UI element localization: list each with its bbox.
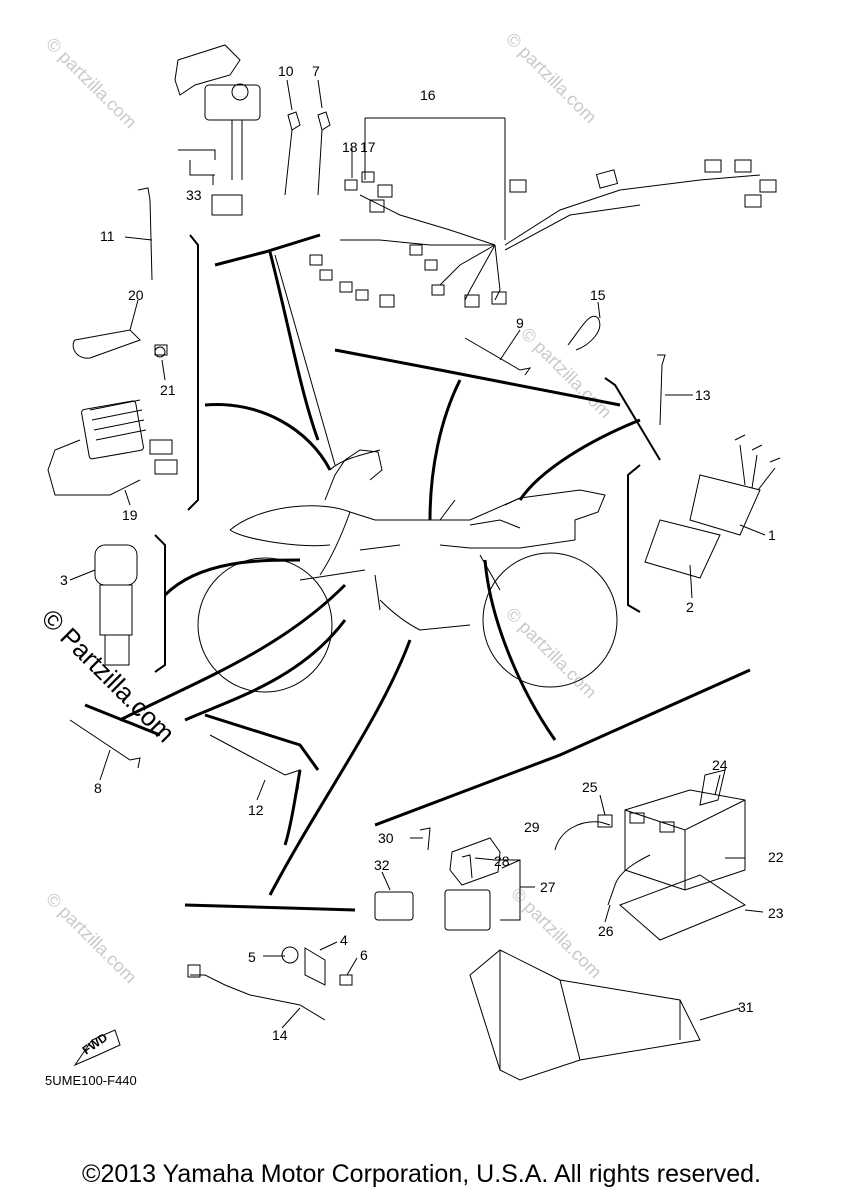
callout-32: 32 bbox=[374, 857, 390, 873]
ignition-coil-part bbox=[94, 544, 138, 666]
watermark-small: © partzilla.com bbox=[507, 884, 605, 982]
callout-21: 21 bbox=[160, 382, 176, 398]
battery-band-part bbox=[699, 769, 726, 806]
callout-14: 14 bbox=[272, 1027, 288, 1043]
callout-22: 22 bbox=[768, 849, 784, 865]
callout-13: 13 bbox=[695, 387, 711, 403]
guide-lines bbox=[84, 233, 751, 912]
cable-tie-8-part bbox=[69, 719, 141, 769]
callout-15: 15 bbox=[590, 287, 606, 303]
callout-26: 26 bbox=[598, 923, 614, 939]
callout-24: 24 bbox=[712, 757, 728, 773]
callout-27: 27 bbox=[540, 879, 556, 895]
group-brackets bbox=[154, 234, 661, 673]
callout-23: 23 bbox=[768, 905, 784, 921]
watermark-small: © partzilla.com bbox=[502, 29, 600, 127]
callout-31: 31 bbox=[738, 999, 754, 1015]
watermark-small: © partzilla.com bbox=[42, 34, 140, 132]
battery-part bbox=[624, 789, 746, 891]
cdi-unit-part bbox=[644, 434, 781, 579]
cable-clip-parts bbox=[284, 111, 331, 196]
starter-relay-part bbox=[444, 889, 491, 931]
callout-7: 7 bbox=[312, 63, 320, 79]
callout-17: 17 bbox=[360, 139, 376, 155]
negative-lead-part bbox=[607, 854, 651, 906]
callout-6: 6 bbox=[360, 947, 368, 963]
connector-part bbox=[374, 891, 414, 921]
callout-3: 3 bbox=[60, 572, 68, 588]
battery-case-part bbox=[469, 949, 701, 1081]
callout-1: 1 bbox=[768, 527, 776, 543]
callout-30: 30 bbox=[378, 830, 394, 846]
ground-lead-part bbox=[567, 315, 601, 351]
motorcycle-outline bbox=[197, 449, 618, 693]
callout-8: 8 bbox=[94, 780, 102, 796]
callout-29: 29 bbox=[524, 819, 540, 835]
callout-10: 10 bbox=[278, 63, 294, 79]
callout-2: 2 bbox=[686, 599, 694, 615]
callout-25: 25 bbox=[582, 779, 598, 795]
sensor-part bbox=[187, 946, 353, 1021]
leader-arrows bbox=[274, 254, 521, 611]
screw-part bbox=[419, 827, 431, 851]
cable-tie-13-part bbox=[657, 354, 666, 426]
rectifier-regulator-part bbox=[47, 399, 178, 496]
callout-12: 12 bbox=[248, 802, 264, 818]
battery-lead-part bbox=[554, 821, 611, 851]
wire-harness-part bbox=[309, 159, 777, 308]
clamp-part bbox=[72, 329, 168, 359]
drawing-code: 5UME100-F440 bbox=[45, 1073, 137, 1088]
battery-pad-part bbox=[619, 874, 747, 941]
cable-tie-12-part bbox=[209, 734, 301, 791]
cable-tie-11-part bbox=[137, 187, 153, 281]
relay-cover-part bbox=[449, 837, 501, 886]
callout-33: 33 bbox=[186, 187, 202, 203]
callout-16: 16 bbox=[420, 87, 436, 103]
fwd-arrow-shape bbox=[73, 1029, 121, 1067]
callout-5: 5 bbox=[248, 949, 256, 965]
part-drawings bbox=[47, 44, 781, 1081]
callout-4: 4 bbox=[340, 932, 348, 948]
callout-20: 20 bbox=[128, 287, 144, 303]
callout-leaders bbox=[69, 79, 766, 1029]
callout-28: 28 bbox=[494, 853, 510, 869]
callout-18: 18 bbox=[342, 139, 358, 155]
watermark-small: © partzilla.com bbox=[517, 324, 615, 422]
copyright-notice: ©2013 Yamaha Motor Corporation, U.S.A. A… bbox=[82, 1160, 761, 1188]
cable-tie-part bbox=[464, 337, 532, 376]
callout-9: 9 bbox=[516, 315, 524, 331]
watermark-main: © Partzilla.com bbox=[36, 603, 181, 748]
callout-19: 19 bbox=[122, 507, 138, 523]
callout-11: 11 bbox=[100, 228, 115, 244]
callouts: 1 2 3 4 5 6 7 8 9 10 11 12 13 14 15 16 1… bbox=[60, 63, 784, 1043]
watermark-small: © partzilla.com bbox=[42, 889, 140, 987]
